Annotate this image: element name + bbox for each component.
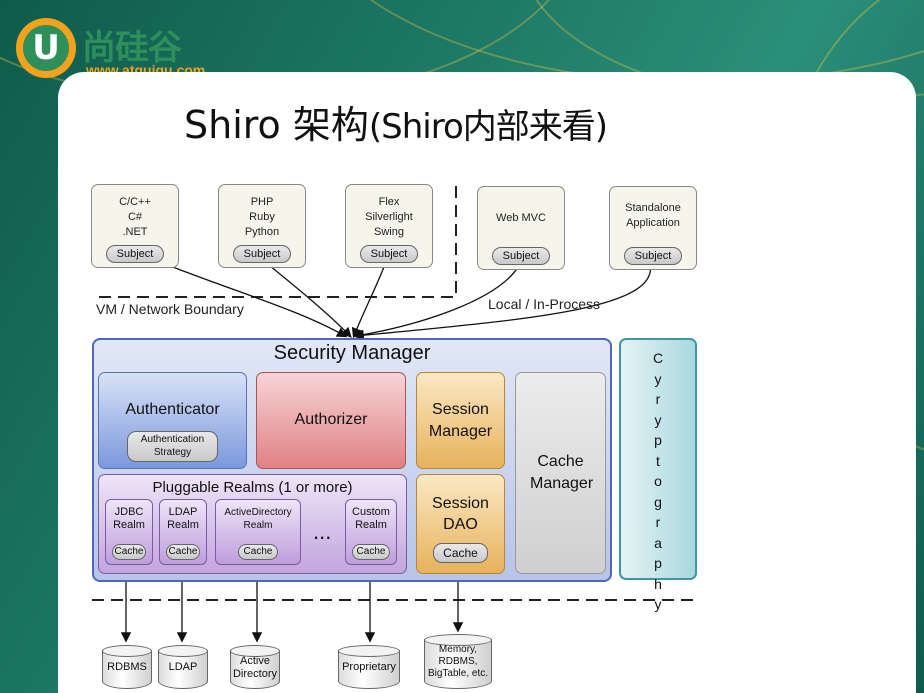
datastore-proprietary: Proprietary: [338, 645, 400, 689]
datastore-ldap: LDAP: [158, 645, 208, 689]
authenticator-box: Authenticator Authentication Strategy: [98, 372, 247, 469]
ldap-realm-box: LDAP Realm Cache: [159, 499, 207, 565]
jdbc-realm-box: JDBC Realm Cache: [105, 499, 153, 565]
vm-network-boundary-label: VM / Network Boundary: [96, 301, 244, 317]
realm-cache-pill: Cache: [352, 544, 390, 560]
client-php-box: PHP Ruby Python Subject: [218, 184, 306, 268]
security-manager-title: Security Manager: [273, 342, 431, 364]
datastore-active-directory: Active Directory: [230, 645, 280, 689]
realm-cache-pill: Cache: [112, 544, 146, 560]
client-flex-box: Flex Silverlight Swing Subject: [345, 184, 433, 268]
subject-pill: Subject: [233, 245, 291, 263]
cryptography-box: C y r y p t o g r a p h y: [619, 338, 697, 612]
page-title: Shiro 架构(Shiro内部来看): [184, 103, 608, 147]
datastore-memory: Memory, RDBMS, BigTable, etc.: [424, 634, 492, 689]
atguigu-logo: U 尚硅谷 www.atguigu.com: [16, 18, 240, 80]
authorizer-box: Authorizer: [256, 372, 406, 469]
security-manager-box: Security Manager Authenticator Authentic…: [92, 338, 612, 582]
realms-ellipsis: ...: [313, 519, 332, 544]
pluggable-realms-box: Pluggable Realms (1 or more) JDBC Realm …: [98, 474, 407, 574]
authentication-strategy-pill: Authentication Strategy: [127, 431, 218, 462]
pluggable-realms-title: Pluggable Realms (1 or more): [152, 479, 353, 496]
subject-pill: Subject: [624, 247, 682, 265]
session-manager-box: Session Manager: [416, 372, 505, 469]
realm-cache-pill: Cache: [238, 544, 278, 560]
local-in-process-label: Local / In-Process: [488, 296, 601, 312]
subject-pill: Subject: [492, 247, 550, 265]
client-webmvc-box: Web MVC Subject: [477, 186, 565, 270]
client-cpp-box: C/C++ C# .NET Subject: [91, 184, 179, 268]
activedirectory-realm-box: ActiveDirectory Realm Cache: [215, 499, 301, 565]
custom-realm-box: Custom Realm Cache: [345, 499, 397, 565]
realm-cache-pill: Cache: [166, 544, 200, 560]
session-dao-cache-pill: Cache: [433, 543, 488, 563]
client-standalone-box: Standalone Application Subject: [609, 186, 697, 270]
session-dao-box: Session DAO Cache: [416, 474, 505, 574]
datastore-rdbms: RDBMS: [102, 645, 152, 689]
subject-pill: Subject: [106, 245, 164, 263]
cache-manager-box: Cache Manager: [515, 372, 606, 574]
subject-pill: Subject: [360, 245, 418, 263]
